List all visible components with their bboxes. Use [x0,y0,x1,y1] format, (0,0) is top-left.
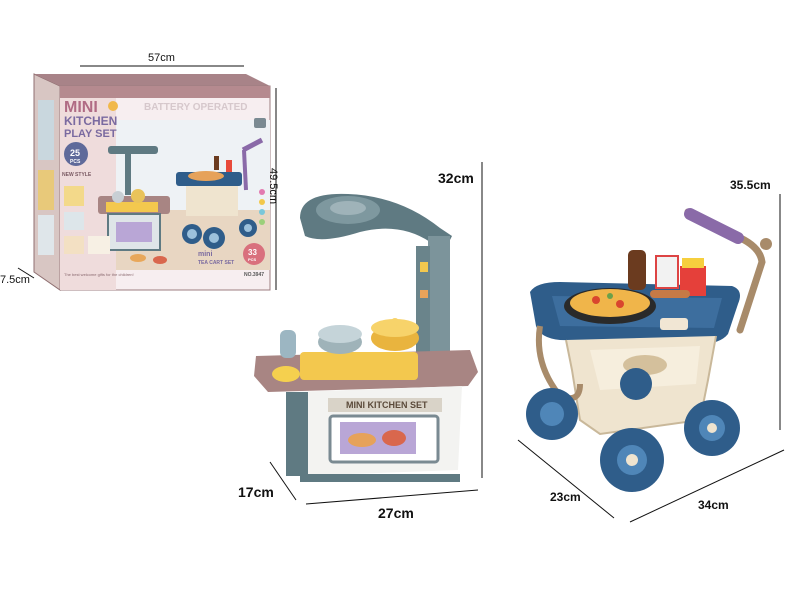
box-new-style: NEW STYLE [62,172,92,178]
mini-kitchen: MINI KITCHEN SET [254,193,478,482]
box-battery-text: BATTERY OPERATED [144,102,248,113]
cart-width-label: 34cm [698,498,729,512]
box-pcs-right-unit: PCS [248,257,257,262]
box-brand-mini: MINI [64,99,98,116]
cart-height-label: 35.5cm [730,178,771,192]
cart-dimension-lines [517,194,785,523]
oven-label: MINI KITCHEN SET [346,400,428,410]
box-depth-label: 7.5cm [0,274,30,286]
box-tagline: The best welcome gifts for the children! [64,272,134,277]
box-brand-playset: PLAY SET [64,128,117,140]
sun-icon [108,101,118,111]
kitchen-width-label: 27cm [378,505,414,521]
box-pcs-left-unit: PCS [70,159,81,165]
tea-cart [526,208,772,492]
product-box: MINI KITCHEN PLAY SET BATTERY OPERATED 2… [33,73,271,291]
box-dimension-lines [17,65,277,290]
box-item-no: NO.3947 [244,272,264,278]
kitchen-dimension-lines [269,162,483,505]
box-width-label: 57cm [148,52,175,64]
box-pcs-left: 25 [70,148,80,158]
cart-depth-label: 23cm [550,490,581,504]
box-brand-kitchen: KITCHEN [64,114,117,128]
box-height-label: 49.5cm [267,168,279,205]
kitchen-height-label: 32cm [438,170,474,186]
box-tea-cart-set: TEA CART SET [198,260,234,266]
box-mini-tea: mini [198,251,212,258]
box-pcs-right: 33 [248,248,257,257]
kitchen-depth-label: 17cm [238,484,274,500]
